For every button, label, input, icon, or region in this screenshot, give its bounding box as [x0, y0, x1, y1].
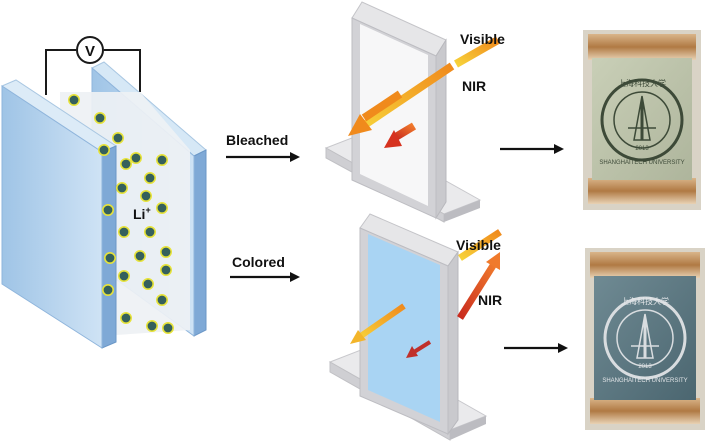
bleached-nir-label: NIR: [462, 78, 486, 94]
li-ion-dot: [144, 226, 157, 239]
li-ion-dot: [160, 263, 173, 276]
li-ion-dot: [118, 226, 131, 239]
colored-arrow-icon: [290, 272, 300, 282]
li-ion-dot: [94, 112, 107, 125]
result-arrow-bleached: [500, 144, 564, 154]
colored-label: Colored: [232, 254, 285, 270]
li-ion-dot: [116, 182, 129, 195]
ion-label: Li+: [133, 205, 151, 222]
li-ion-dot: [156, 202, 169, 215]
voltmeter-circuit: V: [45, 36, 141, 95]
li-ion-dot: [144, 172, 157, 185]
colored-glass: [368, 234, 440, 422]
li-ion-dot: [120, 158, 133, 171]
seal-text-top-colored: 上海科技大学: [621, 296, 669, 306]
seal-text-top-bleached: 上海科技大学: [618, 78, 666, 88]
front-electrode: [0, 79, 118, 349]
bleached-window: Visible NIR: [324, 1, 505, 223]
li-ion-dot: [140, 190, 153, 203]
electrochromic-cell: V Li+: [0, 36, 207, 349]
photo-bleached-device: 上海科技大学 SHANGHAITECH UNIVERSITY 2013: [583, 30, 701, 210]
colored-state-label: Colored: [230, 254, 300, 282]
nir-arrow-weak: [406, 340, 432, 358]
li-ion-dot: [118, 269, 131, 282]
li-ion-dot: [160, 246, 173, 259]
li-ion-dot: [146, 319, 159, 332]
seal-text-bottom-colored: SHANGHAITECH UNIVERSITY: [602, 378, 687, 384]
li-ion-dot: [98, 144, 111, 157]
bleached-state-label: Bleached: [226, 132, 300, 162]
li-ion-dot: [102, 204, 115, 217]
copper-tape-bottom: [588, 178, 696, 204]
university-seal-bleached: 上海科技大学 SHANGHAITECH UNIVERSITY 2013: [599, 78, 684, 166]
nir-arrow-transmitted: [384, 122, 417, 148]
result-arrow-colored: [504, 343, 568, 353]
seal-year-bleached: 2013: [635, 146, 649, 152]
li-ion-dot: [102, 283, 115, 296]
university-seal-colored: 上海科技大学 SHANGHAITECH UNIVERSITY 2013: [602, 296, 687, 384]
photo-colored-device: 上海科技大学 SHANGHAITECH UNIVERSITY 2013: [585, 248, 705, 430]
copper-tape-bottom-colored: [590, 398, 700, 424]
colored-window: Visible NIR: [328, 213, 502, 441]
li-ion-dot: [68, 94, 81, 107]
bleached-visible-label: Visible: [460, 31, 505, 47]
li-ion-dot: [156, 154, 169, 167]
seal-text-bottom-bleached: SHANGHAITECH UNIVERSITY: [599, 160, 684, 166]
bleached-arrow-icon: [290, 152, 300, 162]
visible-arrow-incoming-colored: [458, 229, 502, 261]
seal-year-colored: 2013: [638, 364, 652, 370]
li-ions: [68, 94, 175, 334]
li-ion-dot: [130, 152, 143, 165]
li-ion-dot: [112, 132, 125, 145]
visible-arrow-incoming: [454, 36, 500, 68]
li-ion-dot: [134, 250, 147, 263]
li-ion-dot: [156, 293, 169, 306]
voltmeter-icon: [76, 36, 104, 64]
li-ion-dot: [142, 277, 155, 290]
colored-nir-label: NIR: [478, 292, 502, 308]
copper-tape-top-colored: [590, 252, 700, 278]
bleached-glass: [360, 24, 428, 206]
colored-visible-label: Visible: [456, 237, 501, 253]
copper-tape-top: [588, 34, 696, 60]
li-ion-dot: [162, 321, 175, 334]
li-ion-dot: [104, 252, 117, 265]
ion-charge: +: [145, 205, 150, 215]
visible-arrow-transmitted: [348, 62, 455, 136]
bleached-label: Bleached: [226, 132, 288, 148]
visible-arrow-transmitted-colored: [350, 303, 406, 344]
nir-arrow-reflected: [457, 252, 500, 320]
li-ion-dot: [120, 311, 133, 324]
ion-symbol: Li: [133, 206, 145, 222]
voltmeter-symbol: V: [85, 43, 95, 60]
